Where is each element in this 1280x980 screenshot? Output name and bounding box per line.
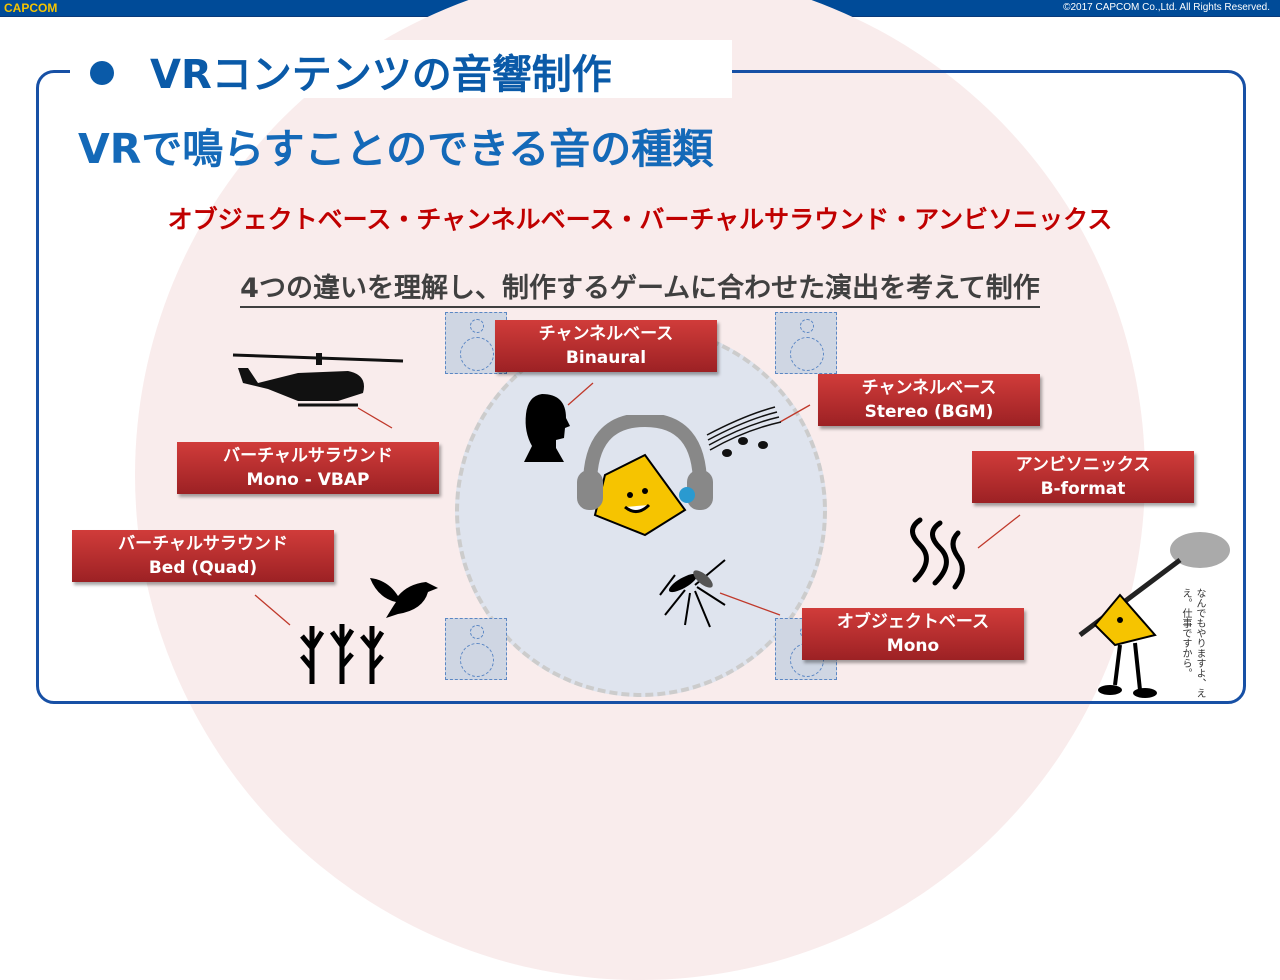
mosquito-icon xyxy=(659,559,726,628)
slide-subtitle: VRで鳴らすことのできる音の種類 xyxy=(78,125,714,173)
mascot-note: なんでもやりますよ、ええ。仕事ですから。 xyxy=(1180,588,1205,698)
capcom-logo: CAPCOM xyxy=(4,1,58,15)
mascot-headphones-icon xyxy=(577,415,713,537)
smoke-wave-icon xyxy=(910,517,965,590)
label-line1: チャンネルベース xyxy=(861,378,997,398)
sound-types: オブジェクトベース・チャンネルベース・バーチャルサラウンド・アンビソニックス xyxy=(167,205,1113,234)
label-line2: Mono - VBAP xyxy=(246,470,370,490)
label-virtual-vbap: バーチャルサラウンド Mono - VBAP xyxy=(177,442,439,494)
head-silhouette-icon xyxy=(524,394,570,462)
label-line2: Mono xyxy=(886,636,940,656)
slide-title: VRコンテンツの音響制作 xyxy=(90,42,612,100)
speaker-icon xyxy=(775,312,837,374)
label-line2: B-format xyxy=(1040,479,1126,499)
label-object-mono: オブジェクトベース Mono xyxy=(802,608,1024,660)
speaker-icon xyxy=(445,618,507,680)
listener-area xyxy=(455,325,827,697)
label-line1: バーチャルサラウンド xyxy=(118,534,288,554)
connector-lines xyxy=(254,382,1021,626)
label-line2: Binaural xyxy=(565,348,647,368)
description: 4つの違いを理解し、制作するゲームに合わせた演出を考えて制作 xyxy=(0,266,1280,308)
label-virtual-bed: バーチャルサラウンド Bed (Quad) xyxy=(72,530,334,582)
label-line1: チャンネルベース xyxy=(538,324,674,344)
label-line1: アンビソニックス xyxy=(1015,455,1151,475)
label-channel-binaural: チャンネルベース Binaural xyxy=(495,320,717,372)
label-ambisonics: アンビソニックス B-format xyxy=(972,451,1194,503)
description-text: 4つの違いを理解し、制作するゲームに合わせた演出を考えて制作 xyxy=(240,273,1040,308)
bird-icon xyxy=(370,578,438,618)
copyright: ©2017 CAPCOM Co.,Ltd. All Rights Reserve… xyxy=(1063,2,1270,13)
bullet-icon xyxy=(90,61,114,85)
label-line1: バーチャルサラウンド xyxy=(223,446,393,466)
label-line1: オブジェクトベース xyxy=(836,612,990,632)
title-box xyxy=(70,40,732,98)
label-channel-stereo: チャンネルベース Stereo (BGM) xyxy=(818,374,1040,426)
grass-icon xyxy=(300,624,385,684)
music-notes-icon xyxy=(706,406,782,457)
mascot-boom-mic-icon xyxy=(1078,532,1230,698)
helicopter-icon xyxy=(232,353,404,407)
slide-title-text: VRコンテンツの音響制作 xyxy=(150,52,612,98)
label-line2: Bed (Quad) xyxy=(148,558,258,578)
label-line2: Stereo (BGM) xyxy=(864,402,994,422)
